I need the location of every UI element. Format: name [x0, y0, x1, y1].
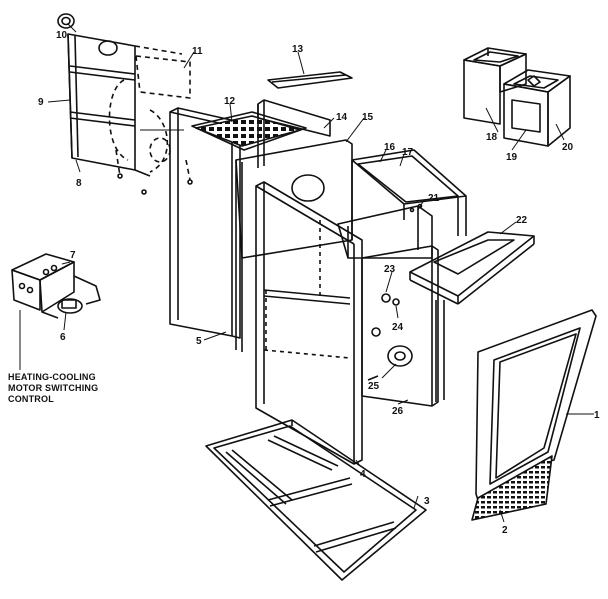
callout-9: 9: [38, 97, 44, 108]
callout-25: 25: [368, 381, 380, 392]
callout-14: 14: [336, 112, 348, 123]
callout-23: 23: [384, 264, 396, 275]
part-3-base-panel: [205, 419, 427, 581]
callout-5: 5: [196, 336, 202, 347]
part-11-fasteners: [117, 173, 193, 195]
part-11-blower: [108, 55, 191, 181]
callout-24: 24: [392, 322, 404, 333]
callout-13: 13: [292, 44, 304, 55]
part-22-filter-rack: [409, 231, 535, 402]
callout-19: 19: [506, 152, 518, 163]
callout-26: 26: [392, 406, 404, 417]
callout-17: 17: [402, 147, 414, 158]
part-18-duct-box: [463, 47, 527, 125]
callout-11: 11: [192, 46, 203, 57]
callout-4: 4: [360, 469, 366, 480]
callout-labels: 10 9 8 11 12 13 14 15 16 17 18 19 20 21 …: [38, 30, 600, 536]
callout-7: 7: [70, 250, 76, 261]
callout-6: 6: [60, 332, 66, 343]
part-10-ring: [57, 13, 75, 29]
callout-10: 10: [56, 30, 68, 41]
callout-21: 21: [428, 193, 440, 204]
caption-line-2: MOTOR SWITCHING: [8, 383, 99, 393]
callout-12: 12: [224, 96, 236, 107]
callout-15: 15: [362, 112, 374, 123]
callout-3: 3: [424, 496, 430, 507]
callout-8: 8: [76, 178, 82, 189]
part-26-lower-panel: [361, 245, 439, 407]
part-8-9-rear-frame: [67, 33, 183, 177]
callout-1: 1: [594, 410, 600, 421]
part-4-front-panel: [255, 181, 363, 465]
part-2-filter-grille: [471, 455, 553, 521]
part-6-7-control-bracket: [11, 253, 101, 319]
callout-2: 2: [502, 525, 508, 536]
control-caption: HEATING-COOLING MOTOR SWITCHING CONTROL: [8, 372, 168, 405]
callout-16: 16: [384, 142, 396, 153]
leader-lines: [19, 23, 594, 523]
part-19-20-duct-box: [503, 69, 571, 147]
callout-22: 22: [516, 215, 528, 226]
caption-line-3: CONTROL: [8, 394, 54, 404]
part-16-17-21-cabinet: [337, 149, 467, 259]
caption-line-1: HEATING-COOLING: [8, 372, 96, 382]
part-15-rear-panel: [235, 139, 353, 352]
part-13-top-strip: [267, 71, 353, 89]
callout-20: 20: [562, 142, 574, 153]
part-12-top-grille: [191, 111, 307, 151]
callout-18: 18: [486, 132, 498, 143]
